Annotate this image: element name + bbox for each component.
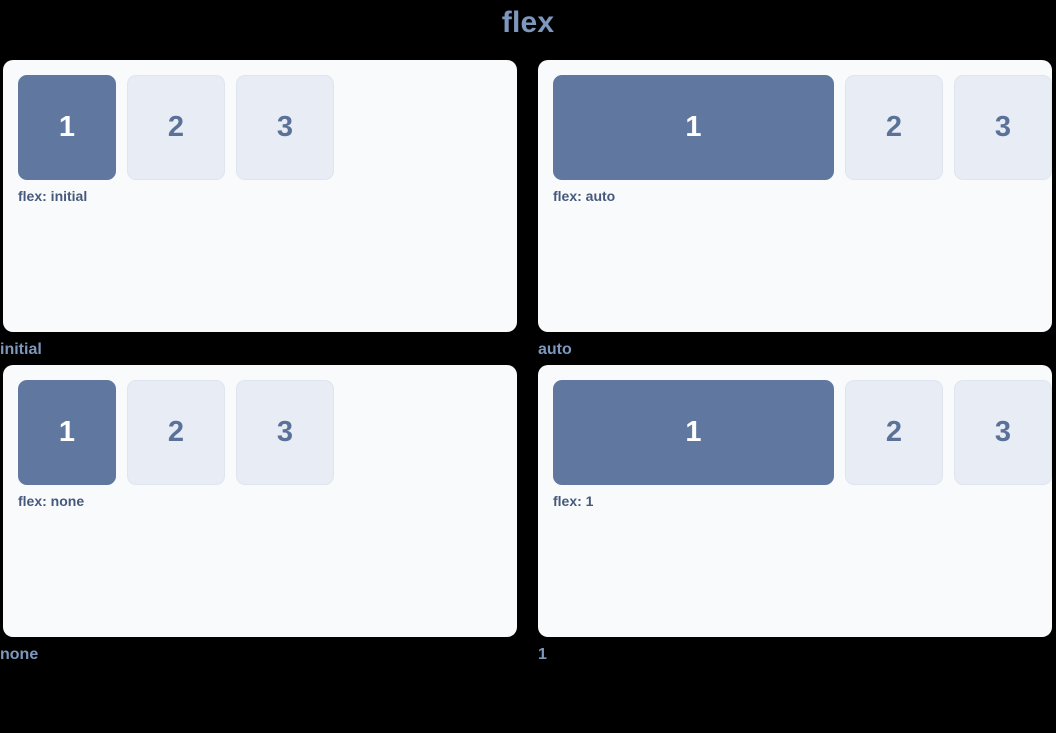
flex-item-2[interactable]: 2 bbox=[127, 380, 225, 485]
demo-panel-auto: 1 2 3 flex: auto bbox=[538, 60, 1052, 332]
demo-panel-one: 1 2 3 flex: 1 bbox=[538, 365, 1052, 637]
section-label-none: none bbox=[0, 646, 39, 663]
flex-item-1[interactable]: 1 bbox=[553, 75, 834, 180]
flex-item-label: 3 bbox=[276, 111, 294, 143]
section-label-initial: initial bbox=[0, 341, 42, 358]
demo-cell-auto: 1 2 3 flex: auto auto bbox=[538, 60, 1052, 358]
demo-cell-one: 1 2 3 flex: 1 1 bbox=[538, 365, 1052, 663]
flex-item-label: 2 bbox=[885, 416, 903, 448]
flex-item-3[interactable]: 3 bbox=[236, 75, 334, 180]
flex-item-label: 1 bbox=[58, 111, 76, 143]
page-title: flex bbox=[501, 6, 555, 39]
flex-item-label: 1 bbox=[58, 416, 76, 448]
flex-item-2[interactable]: 2 bbox=[845, 75, 943, 180]
flex-item-label: 2 bbox=[167, 111, 185, 143]
flex-item-label: 3 bbox=[276, 416, 294, 448]
demo-cell-initial: 1 2 3 flex: initial initial bbox=[0, 60, 517, 358]
flex-container-none: 1 2 3 bbox=[18, 380, 517, 485]
flex-item-label: 3 bbox=[994, 416, 1012, 448]
demo-panel-none: 1 2 3 flex: none bbox=[3, 365, 517, 637]
flex-item-label: 3 bbox=[994, 111, 1012, 143]
flex-container-auto: 1 2 3 bbox=[553, 75, 1052, 180]
flex-caption: flex: initial bbox=[18, 188, 88, 204]
flex-caption: flex: none bbox=[18, 493, 85, 509]
flex-item-label: 2 bbox=[885, 111, 903, 143]
flex-item-3[interactable]: 3 bbox=[954, 380, 1052, 485]
flex-container-initial: 1 2 3 bbox=[18, 75, 517, 180]
flex-item-2[interactable]: 2 bbox=[845, 380, 943, 485]
flex-caption: flex: auto bbox=[553, 188, 616, 204]
flex-item-2[interactable]: 2 bbox=[127, 75, 225, 180]
flex-item-label: 2 bbox=[167, 416, 185, 448]
flex-item-1[interactable]: 1 bbox=[18, 380, 116, 485]
flex-item-1[interactable]: 1 bbox=[553, 380, 834, 485]
section-label-one: 1 bbox=[538, 646, 547, 663]
flex-item-label: 1 bbox=[685, 416, 702, 448]
flex-item-3[interactable]: 3 bbox=[954, 75, 1052, 180]
section-label-auto: auto bbox=[538, 341, 572, 358]
flex-item-label: 1 bbox=[685, 111, 702, 143]
flex-caption: flex: 1 bbox=[553, 493, 594, 509]
demo-panel-initial: 1 2 3 flex: initial bbox=[3, 60, 517, 332]
demo-grid: 1 2 3 flex: initial initial 1 bbox=[0, 60, 1056, 670]
demo-cell-none: 1 2 3 flex: none none bbox=[0, 365, 517, 663]
flex-item-1[interactable]: 1 bbox=[18, 75, 116, 180]
flex-container-one: 1 2 3 bbox=[553, 380, 1052, 485]
flex-item-3[interactable]: 3 bbox=[236, 380, 334, 485]
